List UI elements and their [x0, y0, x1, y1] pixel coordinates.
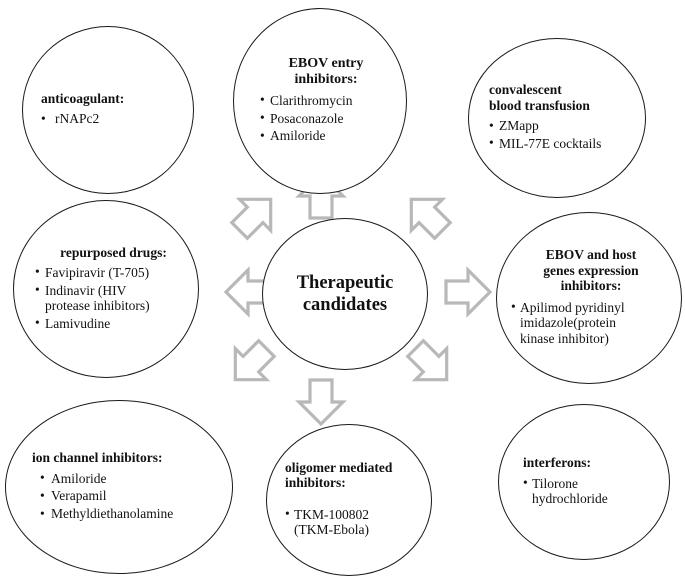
list-item: Methyldiethanolamine	[40, 506, 218, 522]
list-item: Apilimod pyridinyl imidazole(protein kin…	[511, 299, 671, 347]
node-anticoagulant-title: anticoagulant:	[41, 90, 125, 106]
arrow-right-icon	[438, 264, 494, 320]
node-convalescent-title: convalescent blood transfusion	[489, 82, 590, 113]
list-item: Favipiravir (T-705)	[35, 264, 184, 281]
node-ebov-and-host-genes-expression-inhibitors[interactable]: EBOV and host genes expression inhibitor…	[496, 212, 682, 384]
node-ion-channel-title: ion channel inhibitors:	[32, 450, 163, 466]
node-interferons-items: Tilorone hydrochloride	[523, 475, 655, 507]
node-oligomer-title: oligomer mediated inhibitors:	[285, 459, 393, 491]
node-interferons-title: interferons:	[523, 455, 591, 471]
node-oligomer-mediated-inhibitors[interactable]: oligomer mediated inhibitors: TKM-100802…	[266, 424, 432, 576]
node-convalescent-blood-transfusion[interactable]: convalescent blood transfusion ZMapp MIL…	[468, 38, 646, 198]
node-anticoagulant-items: rNAPc2	[41, 111, 179, 127]
list-item: Indinavir (HIV protease inhibitors)	[35, 282, 184, 314]
list-item: Clarithromycin	[260, 92, 392, 109]
node-repurposed-title: repurposed drugs:	[60, 244, 167, 260]
arrow-down-icon	[293, 372, 349, 428]
node-anticoagulant[interactable]: anticoagulant: rNAPc2	[22, 26, 194, 194]
node-ion-channel-inhibitors[interactable]: ion channel inhibitors: Amiloride Verapa…	[5, 400, 233, 574]
list-item: Amiloride	[260, 128, 392, 144]
list-item: TKM-100802 (TKM-Ebola)	[285, 506, 417, 538]
list-item: rNAPc2	[41, 111, 179, 127]
node-ebov-entry-title: EBOV entry inhibitors:	[288, 56, 364, 88]
node-therapeutic-candidates[interactable]: Therapeutic candidates	[262, 218, 428, 370]
node-ebov-entry-inhibitors[interactable]: EBOV entry inhibitors: Clarithromycin Po…	[233, 8, 407, 194]
list-item: ZMapp	[489, 118, 631, 134]
node-interferons[interactable]: interferons: Tilorone hydrochloride	[498, 404, 670, 560]
node-ebov-genes-items: Apilimod pyridinyl imidazole(protein kin…	[511, 299, 671, 347]
arrow-up-left-icon	[222, 186, 284, 248]
node-ebov-entry-items: Clarithromycin Posaconazole Amiloride	[260, 92, 392, 144]
list-item: Lamivudine	[35, 315, 184, 332]
node-convalescent-items: ZMapp MIL-77E cocktails	[489, 118, 631, 151]
list-item: MIL-77E cocktails	[489, 135, 631, 152]
arrow-down-left-icon	[222, 331, 284, 393]
node-oligomer-items: TKM-100802 (TKM-Ebola)	[285, 506, 417, 538]
list-item: Verapamil	[40, 488, 218, 504]
list-item: Posaconazole	[260, 110, 392, 127]
node-repurposed-items: Favipiravir (T-705) Indinavir (HIV prote…	[35, 264, 184, 332]
node-ebov-genes-title: EBOV and host genes expression inhibitor…	[543, 247, 639, 294]
list-item: Amiloride	[40, 470, 218, 487]
node-repurposed-drugs[interactable]: repurposed drugs: Favipiravir (T-705) In…	[13, 200, 199, 378]
arrow-up-right-icon	[398, 186, 460, 248]
list-item: Tilorone hydrochloride	[523, 475, 655, 507]
node-ion-channel-items: Amiloride Verapamil Methyldiethanolamine	[32, 470, 218, 522]
center-label: Therapeutic candidates	[296, 272, 394, 315]
